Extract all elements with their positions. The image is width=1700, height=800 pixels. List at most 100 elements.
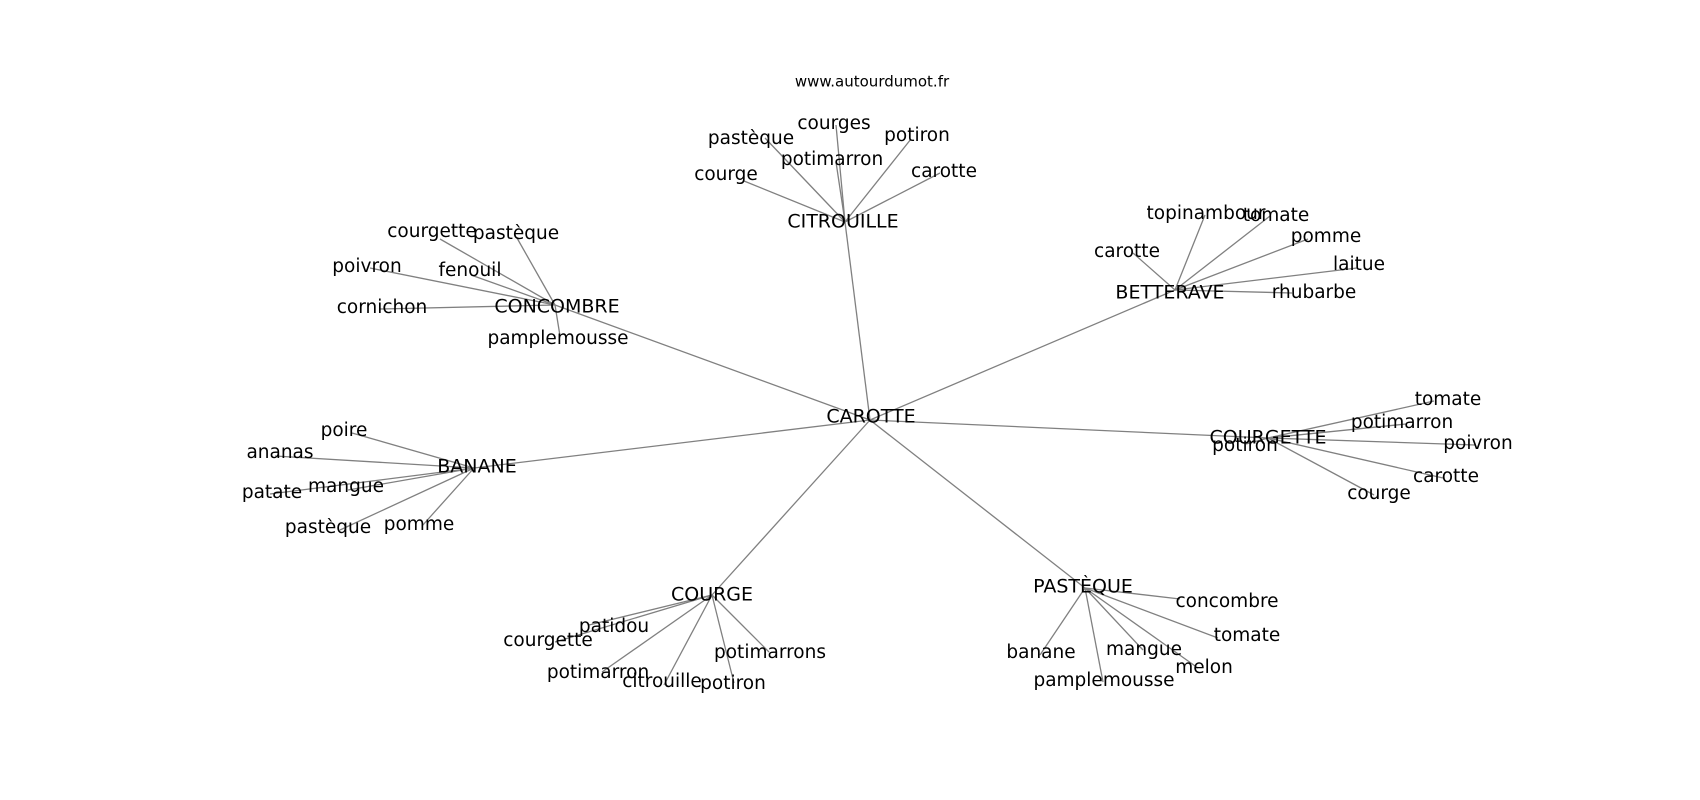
- edge-pasteque-leaf-5: [1084, 587, 1104, 683]
- edge-banane-leaf-1: [274, 455, 475, 469]
- node-leaf-pasteque-4: melon: [1175, 657, 1233, 678]
- edge-pasteque-leaf-2: [1039, 587, 1086, 656]
- edge-courgette-leaf-0: [1267, 400, 1435, 439]
- node-hub-concombre: CONCOMBRE: [494, 296, 619, 318]
- edge-banane-leaf-0: [351, 432, 475, 469]
- edge-courgette-leaf-5: [1267, 437, 1375, 496]
- node-leaf-concombre-2: poivron: [332, 256, 401, 277]
- edge-courgette-leaf-4: [1267, 437, 1444, 479]
- edge-pasteque-leaf-4: [1084, 587, 1199, 669]
- node-leaf-banane-2: mangue: [308, 476, 384, 497]
- node-leaf-pasteque-2: banane: [1006, 642, 1075, 663]
- edge-citrouille-leaf-4: [743, 180, 846, 223]
- edge-concombre-leaf-4: [379, 304, 556, 310]
- node-leaf-betterave-4: laitue: [1333, 254, 1385, 275]
- edge-betterave-leaf-3: [1132, 252, 1176, 291]
- node-leaf-courgette-2: poivron: [1443, 433, 1512, 454]
- node-leaf-betterave-1: tomate: [1243, 205, 1310, 226]
- node-leaf-citrouille-3: potimarron: [781, 149, 883, 170]
- node-hub-pasteque: PASTÈQUE: [1033, 575, 1133, 598]
- node-leaf-betterave-0: topinambour: [1147, 203, 1266, 224]
- edge-concombre-leaf-0: [439, 238, 556, 306]
- edge-banane-leaf-5: [421, 467, 475, 527]
- node-hub-courge: COURGE: [671, 584, 753, 606]
- node-leaf-pasteque-5: pamplemousse: [1033, 670, 1174, 691]
- node-leaf-courge-0: patidou: [579, 616, 649, 637]
- edge-courge-leaf-2: [711, 594, 770, 653]
- edge-betterave-leaf-0: [1174, 214, 1206, 291]
- node-hub-courgette: COURGETTE: [1210, 427, 1327, 449]
- node-leaf-banane-3: patate: [242, 482, 302, 503]
- edge-concombre-leaf-1: [516, 237, 556, 306]
- edge-courge-leaf-3: [601, 594, 713, 673]
- edge-root-pasteque: [869, 419, 1086, 589]
- edge-pasteque-leaf-3: [1084, 587, 1144, 651]
- edge-pasteque-leaf-1: [1084, 587, 1219, 639]
- edge-courge-leaf-5: [711, 594, 735, 684]
- edge-citrouille-leaf-2: [844, 138, 912, 223]
- edge-betterave-leaf-4: [1174, 267, 1358, 291]
- source-watermark: www.autourdumot.fr: [795, 73, 950, 91]
- edge-banane-leaf-2: [347, 467, 475, 491]
- node-leaf-concombre-3: fenouil: [439, 260, 502, 281]
- node-leaf-courge-5: potiron: [700, 673, 766, 694]
- node-leaf-courge-2: potimarrons: [714, 642, 826, 663]
- node-leaf-courge-3: potimarron: [547, 662, 649, 683]
- node-leaf-betterave-3: carotte: [1094, 241, 1160, 262]
- edge-betterave-leaf-2: [1174, 238, 1309, 291]
- edge-concombre-leaf-5: [554, 304, 561, 337]
- node-root: CAROTTE: [826, 406, 915, 428]
- node-leaf-citrouille-1: pastèque: [708, 128, 794, 149]
- edge-courgette-leaf-1: [1267, 423, 1407, 439]
- node-leaf-betterave-2: pomme: [1291, 226, 1362, 247]
- edge-concombre-leaf-2: [369, 267, 556, 306]
- edge-root-banane: [473, 419, 871, 469]
- node-leaf-banane-5: pomme: [384, 514, 455, 535]
- node-leaf-pasteque-1: tomate: [1214, 625, 1281, 646]
- node-leaf-pasteque-0: concombre: [1175, 591, 1278, 612]
- node-leaf-courgette-0: tomate: [1415, 389, 1482, 410]
- edge-citrouille-leaf-3: [835, 161, 846, 223]
- edge-banane-leaf-4: [339, 467, 475, 531]
- node-hub-betterave: BETTERAVE: [1115, 282, 1224, 304]
- edge-root-courge: [711, 419, 871, 596]
- edge-betterave-leaf-1: [1174, 215, 1271, 291]
- node-leaf-concombre-1: pastèque: [473, 223, 559, 244]
- node-leaf-pasteque-3: mangue: [1106, 639, 1182, 660]
- node-hub-citrouille: CITROUILLE: [787, 211, 898, 233]
- edge-banane-leaf-3: [269, 467, 475, 495]
- node-leaf-banane-4: pastèque: [285, 517, 371, 538]
- node-leaf-courgette-5: courge: [1347, 483, 1411, 504]
- graph-edges: [269, 124, 1476, 686]
- edge-courgette-leaf-3: [1245, 437, 1269, 445]
- node-leaf-citrouille-0: courges: [797, 113, 870, 134]
- edge-courge-leaf-1: [554, 594, 713, 643]
- node-leaf-citrouille-4: courge: [694, 164, 758, 185]
- node-hub-banane: BANANE: [437, 456, 516, 478]
- edge-citrouille-leaf-5: [844, 172, 941, 223]
- node-leaf-courge-1: courgette: [503, 630, 593, 651]
- edge-betterave-leaf-5: [1174, 289, 1293, 294]
- edge-concombre-leaf-3: [470, 274, 556, 306]
- edge-citrouille-leaf-0: [835, 124, 846, 223]
- edge-root-betterave: [869, 289, 1176, 421]
- edge-root-courgette: [869, 419, 1269, 439]
- edge-root-concombre: [554, 304, 871, 421]
- edge-courge-leaf-4: [663, 594, 713, 686]
- node-leaf-concombre-0: courgette: [387, 221, 477, 242]
- node-leaf-banane-0: poire: [321, 420, 368, 441]
- edge-courge-leaf-0: [588, 594, 713, 626]
- node-leaf-courgette-4: carotte: [1413, 466, 1479, 487]
- edge-pasteque-leaf-0: [1084, 587, 1181, 600]
- node-leaf-concombre-5: pamplemousse: [487, 328, 628, 349]
- node-leaf-courgette-3: potiron: [1212, 435, 1278, 456]
- node-leaf-citrouille-5: carotte: [911, 161, 977, 182]
- node-leaf-courgette-1: potimarron: [1351, 412, 1453, 433]
- node-leaf-banane-1: ananas: [246, 442, 313, 463]
- node-leaf-citrouille-2: potiron: [884, 125, 950, 146]
- edge-root-citrouille: [844, 221, 871, 421]
- node-leaf-betterave-5: rhubarbe: [1272, 282, 1357, 303]
- edge-citrouille-leaf-1: [764, 137, 846, 223]
